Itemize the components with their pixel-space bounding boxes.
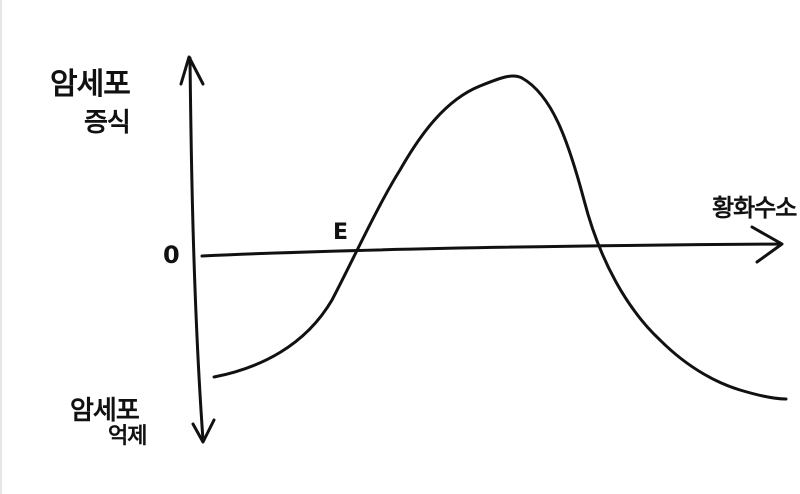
y-axis-label-increase-line2: 증식 [84,108,131,138]
response-curve [212,74,788,401]
point-e-label: E [333,220,349,245]
left-border [0,0,2,494]
x-axis-label: 황화수소 [712,194,797,222]
y-axis-arrow-up [179,55,205,86]
x-axis-line [200,242,783,258]
y-axis-label-increase-line1: 암세포 [50,67,131,102]
x-axis-arrow [750,225,784,264]
y-axis-line [188,56,205,442]
y-axis-label-suppress-line1: 암세포 [70,396,140,426]
origin-label: 0 [163,241,180,269]
y-axis-arrow-down [191,418,216,444]
y-axis-label-suppress-line2: 억제 [108,424,147,449]
